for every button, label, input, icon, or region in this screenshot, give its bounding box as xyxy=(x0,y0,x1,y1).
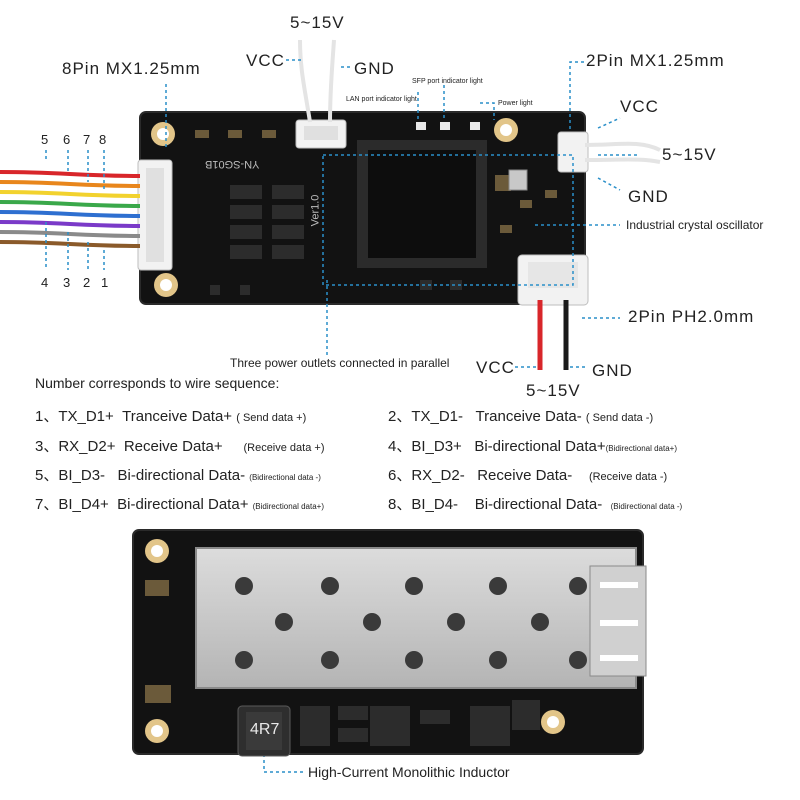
legend-note: ( Send data -) xyxy=(585,412,654,424)
connector-top-2pin xyxy=(295,119,347,149)
legend-desc: Bi-directional Data- xyxy=(474,496,603,513)
pin-8: 8 xyxy=(99,132,107,147)
legend-desc: Tranceive Data+ xyxy=(122,408,233,425)
legend-row-6: 6、RX_D2- Receive Data- (Receive data -) xyxy=(388,468,667,483)
legend-signal: BI_D3- xyxy=(58,467,106,484)
top-vcc-label: VCC xyxy=(246,51,285,70)
pin-6: 6 xyxy=(63,132,71,147)
pin-1: 1 xyxy=(101,275,109,290)
legend-row-1: 1、TX_D1+ Tranceive Data+ ( Send data +) xyxy=(35,409,306,424)
pin-2: 2 xyxy=(83,275,91,290)
legend-num: 3、 xyxy=(35,438,59,455)
legend-signal: BI_D4+ xyxy=(58,496,109,513)
main-chip xyxy=(357,140,487,268)
ph-gnd-label: GND xyxy=(592,361,633,380)
inductor-mark: 4R7 xyxy=(250,721,280,738)
sfp-indicator-label: SFP port indicator light xyxy=(412,78,483,85)
legend-row-2: 2、TX_D1- Tranceive Data- ( Send data -) xyxy=(388,409,653,424)
legend-note: (Bidirectional data -) xyxy=(249,473,321,482)
board-silkscreen: YN-SG01B xyxy=(205,158,260,170)
legend-note: (Bidirectional data+) xyxy=(605,444,678,453)
pin-3: 3 xyxy=(63,275,71,290)
legend-signal: RX_D2+ xyxy=(58,438,116,455)
top-power-wires xyxy=(298,39,336,123)
connector-ph-label: 2Pin PH2.0mm xyxy=(628,307,755,326)
inductor xyxy=(237,705,291,757)
legend-num: 7、 xyxy=(35,496,59,513)
indicator-leds xyxy=(416,122,480,130)
legend-signal: RX_D2- xyxy=(411,467,465,484)
right-vcc-label: VCC xyxy=(620,97,659,116)
chip-marking: Ver1.0 xyxy=(309,194,322,227)
connector-right-label: 2Pin MX1.25mm xyxy=(586,51,725,70)
connector-8pin-label: 8Pin MX1.25mm xyxy=(62,59,201,78)
legend-num: 2、 xyxy=(388,408,412,425)
power-indicator-label: Power light xyxy=(498,100,533,107)
legend-signal: BI_D4- xyxy=(411,496,459,513)
legend-num: 8、 xyxy=(388,496,412,513)
legend-note: (Bidirectional data+) xyxy=(252,502,325,511)
legend-desc: Tranceive Data- xyxy=(475,408,582,425)
parallel-outline xyxy=(322,154,574,286)
legend-num: 5、 xyxy=(35,467,59,484)
bottom-board xyxy=(132,529,647,757)
top-gnd-label: GND xyxy=(354,59,395,78)
legend-desc: Receive Data+ xyxy=(123,438,223,455)
right-voltage-label: 5~15V xyxy=(662,145,717,164)
legend-row-4: 4、BI_D3+ Bi-directional Data+(Bidirectio… xyxy=(388,439,677,454)
legend-num: 1、 xyxy=(35,408,59,425)
smd-components-bottom xyxy=(145,580,540,746)
legend-desc: Bi-directional Data+ xyxy=(117,496,249,513)
legend-num: 4、 xyxy=(388,438,412,455)
mounting-holes-bottom xyxy=(145,539,565,743)
legend-note: (Receive data -) xyxy=(588,471,668,483)
legend-title: Number corresponds to wire sequence: xyxy=(35,375,280,391)
ph-power-wires xyxy=(537,300,569,370)
legend-row-5: 5、BI_D3- Bi-directional Data- (Bidirecti… xyxy=(35,468,321,483)
sfp-vent-holes xyxy=(235,577,587,669)
legend-desc: Bi-directional Data- xyxy=(117,467,246,484)
legend-signal: TX_D1- xyxy=(411,408,464,425)
parallel-note: Three power outlets connected in paralle… xyxy=(230,356,450,370)
pin-4: 4 xyxy=(41,275,49,290)
legend-desc: Bi-directional Data+ xyxy=(474,438,606,455)
ribbon-wires xyxy=(0,170,141,248)
top-voltage-label: 5~15V xyxy=(290,13,345,32)
smd-components-top xyxy=(195,130,557,295)
lan-indicator-label: LAN port indicator light xyxy=(346,96,417,103)
legend-desc: Receive Data- xyxy=(477,467,573,484)
legend-signal: BI_D3+ xyxy=(411,438,462,455)
legend-note: (Receive data +) xyxy=(243,442,325,454)
connector-ph20 xyxy=(517,254,589,306)
pin-7: 7 xyxy=(83,132,91,147)
legend-note: ( Send data +) xyxy=(236,412,307,424)
right-gnd-label: GND xyxy=(628,187,669,206)
legend-row-8: 8、BI_D4- Bi-directional Data- (Bidirecti… xyxy=(388,497,682,512)
right-power-wires xyxy=(584,141,661,164)
legend-signal: TX_D1+ xyxy=(58,408,114,425)
legend-row-3: 3、RX_D2+ Receive Data+ (Receive data +) xyxy=(35,439,324,454)
top-board xyxy=(0,39,661,370)
crystal-label: Industrial crystal oscillator xyxy=(626,218,764,232)
legend-note: (Bidirectional data -) xyxy=(610,502,683,511)
legend-row-7: 7、BI_D4+ Bi-directional Data+ (Bidirecti… xyxy=(35,497,324,512)
connector-8pin xyxy=(137,159,173,271)
ph-voltage-label: 5~15V xyxy=(526,381,581,400)
ph-vcc-label: VCC xyxy=(476,358,515,377)
crystal-oscillator xyxy=(508,169,528,191)
inductor-label: High-Current Monolithic Inductor xyxy=(308,764,510,780)
legend-num: 6、 xyxy=(388,467,412,484)
pin-5: 5 xyxy=(41,132,49,147)
